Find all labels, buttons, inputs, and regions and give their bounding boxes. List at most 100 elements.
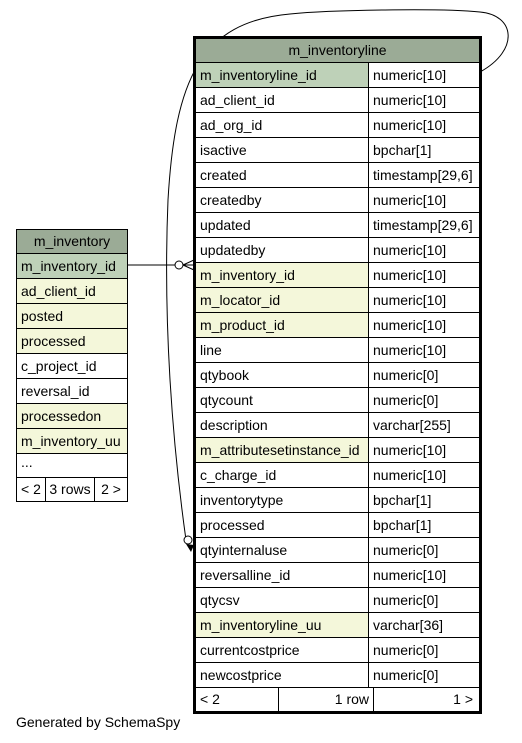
table-row[interactable]: currentcostprice numeric[0] — [196, 638, 479, 663]
table-row[interactable]: ad_client_id numeric[10] — [196, 88, 479, 113]
column-name: c_charge_id — [200, 467, 277, 483]
column-name: qtycsv — [200, 592, 240, 608]
column-name: qtyinternaluse — [200, 542, 288, 558]
table-title: m_inventory — [17, 230, 127, 254]
table-footer: < 2 3 rows 2 > — [17, 478, 127, 501]
column-name: reversalline_id — [200, 567, 291, 583]
table-row[interactable]: qtycount numeric[0] — [196, 388, 479, 413]
children-count[interactable]: 1 > — [373, 688, 479, 711]
table-row[interactable]: created timestamp[29,6] — [196, 163, 479, 188]
column-name: ad_client_id — [17, 279, 127, 303]
table-row[interactable]: newcostprice numeric[0] — [196, 663, 479, 688]
column-type: numeric[0] — [368, 388, 479, 412]
column-name: updatedby — [200, 242, 266, 258]
parents-count[interactable]: < 2 — [21, 481, 41, 497]
column-name: description — [200, 417, 268, 433]
table-row[interactable]: m_inventory_id — [17, 254, 127, 279]
table-row[interactable]: qtycsv numeric[0] — [196, 588, 479, 613]
table-row[interactable]: qtyinternaluse numeric[0] — [196, 538, 479, 563]
row-count: 3 rows — [45, 478, 94, 501]
fk-crowfoot — [182, 259, 195, 271]
column-type: timestamp[29,6] — [368, 213, 479, 237]
column-name: qtycount — [200, 392, 253, 408]
table-row[interactable]: processedon — [17, 404, 127, 429]
column-type: numeric[10] — [368, 563, 479, 587]
column-name: processed — [17, 329, 127, 353]
table-row[interactable]: reversalline_id numeric[10] — [196, 563, 479, 588]
column-name: c_project_id — [21, 358, 97, 374]
parents-count[interactable]: < 2 — [200, 691, 220, 707]
column-type: numeric[10] — [368, 313, 479, 337]
column-name: processed — [200, 517, 265, 533]
table-row[interactable]: description varchar[255] — [196, 413, 479, 438]
column-name: created — [200, 167, 247, 183]
column-type: varchar[36] — [368, 613, 479, 637]
column-name: ad_client_id — [200, 92, 275, 108]
column-type: varchar[255] — [368, 413, 479, 437]
column-type: timestamp[29,6] — [368, 163, 479, 187]
self-reference-line — [166, 9, 509, 541]
table-row[interactable]: updated timestamp[29,6] — [196, 213, 479, 238]
table-row[interactable]: processed bpchar[1] — [196, 513, 479, 538]
column-type: bpchar[1] — [368, 513, 479, 537]
table-row[interactable]: qtybook numeric[0] — [196, 363, 479, 388]
column-name: m_attributesetinstance_id — [196, 438, 368, 462]
column-type: numeric[10] — [368, 288, 479, 312]
column-name: reversal_id — [21, 383, 90, 399]
column-name: qtybook — [200, 367, 250, 383]
column-name: m_inventoryline_uu — [196, 613, 368, 637]
table-row[interactable]: ad_client_id — [17, 279, 127, 304]
column-type: numeric[0] — [368, 638, 479, 662]
column-name: m_product_id — [196, 313, 368, 337]
column-name: inventorytype — [200, 492, 284, 508]
column-type: numeric[10] — [368, 113, 479, 137]
generated-by-label: Generated by SchemaSpy — [16, 714, 181, 730]
self-ref-optional-circle — [183, 535, 193, 545]
self-ref-arrow — [186, 544, 194, 552]
table-row[interactable]: c_charge_id numeric[10] — [196, 463, 479, 488]
column-name: updated — [200, 217, 251, 233]
column-type: numeric[10] — [368, 263, 479, 287]
table-row[interactable]: c_project_id — [17, 354, 127, 379]
column-type: numeric[10] — [368, 338, 479, 362]
table-footer: < 2 1 row 1 > — [196, 688, 479, 711]
column-name: isactive — [200, 142, 247, 158]
column-name: m_locator_id — [196, 288, 368, 312]
column-type: numeric[0] — [368, 663, 479, 687]
column-name: currentcostprice — [200, 642, 300, 658]
column-name: posted — [17, 304, 127, 328]
column-name: m_inventory_id — [17, 254, 127, 278]
column-type: numeric[0] — [368, 363, 479, 387]
more-columns: ... — [17, 454, 127, 478]
column-type: numeric[10] — [368, 463, 479, 487]
column-name: newcostprice — [200, 667, 282, 683]
column-type: numeric[10] — [368, 438, 479, 462]
table-row[interactable]: posted — [17, 304, 127, 329]
table-row[interactable]: isactive bpchar[1] — [196, 138, 479, 163]
children-count[interactable]: 2 > — [94, 478, 127, 501]
column-type: numeric[0] — [368, 588, 479, 612]
table-row[interactable]: reversal_id — [17, 379, 127, 404]
column-type: numeric[10] — [368, 63, 479, 87]
column-type: numeric[10] — [368, 88, 479, 112]
table-row[interactable]: processed — [17, 329, 127, 354]
column-type: bpchar[1] — [368, 138, 479, 162]
table-row[interactable]: m_inventory_uu — [17, 429, 127, 454]
column-name: m_inventoryline_id — [196, 63, 368, 87]
column-type: numeric[0] — [368, 538, 479, 562]
